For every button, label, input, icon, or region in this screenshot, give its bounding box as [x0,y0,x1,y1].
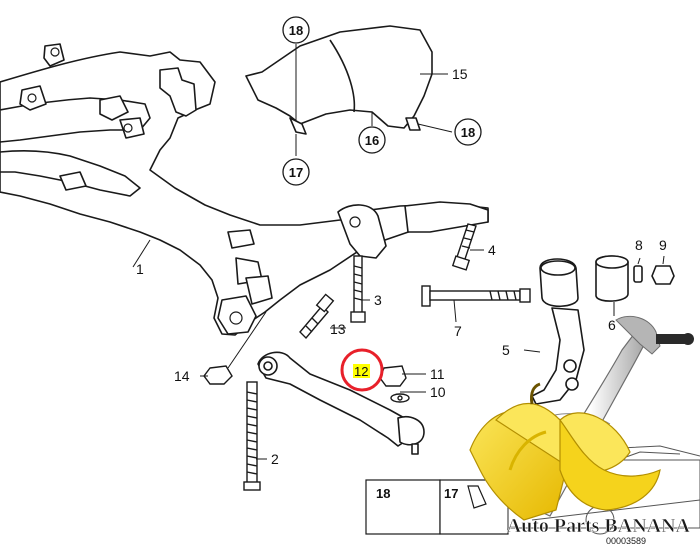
bolt-4-drawing [451,223,477,271]
callout-4: 4 [488,242,496,258]
callout-12-marker [353,364,370,378]
control-arm-drawing [257,351,425,455]
legend-boxes: 18 17 [365,479,509,535]
bolt-13-drawing [299,293,335,340]
callout-18-top: 18 [289,23,303,38]
callout-13: 13 [330,321,346,337]
highlight-circle [340,348,384,392]
callout-18-right: 18 [461,125,475,140]
callout-11: 11 [430,366,445,382]
callout-3: 3 [374,292,382,308]
callout-labels: 1 2 3 4 5 6 7 8 9 10 11 13 14 15 [136,66,667,467]
callout-17-left: 17 [289,165,303,180]
long-bolt-drawing [243,381,261,491]
subframe-bolt-holes [27,47,361,325]
callout-1: 1 [136,261,144,277]
leader-lines [132,44,665,460]
callout-12: 12 [354,364,368,379]
bushing-bracket-drawing [531,255,675,405]
heat-shield-drawing [245,25,433,135]
legend-18-label: 18 [376,486,390,501]
callout-5: 5 [502,342,510,358]
callout-7: 7 [454,323,462,339]
watermark-text: Auto Parts BANANA [507,515,691,537]
subframe-drawing [0,43,489,336]
callout-16: 16 [365,133,379,148]
callout-8: 8 [635,237,643,253]
callout-9: 9 [659,237,667,253]
callout-6: 6 [608,317,616,333]
watermark-banana-logo [469,382,661,521]
callout-14: 14 [174,368,190,384]
circled-callout-17-left: 17 [282,158,310,186]
highlighted-callout-12: 12 [340,348,384,392]
bolt-3-drawing [350,255,366,323]
long-bolt-7-drawing [421,285,531,307]
part-number: 00003589 [606,536,646,546]
circled-callout-16: 16 [358,126,386,154]
legend-17-label: 17 [444,486,458,501]
circled-callout-18-top: 18 [282,16,310,44]
callout-15: 15 [452,66,468,82]
circled-callout-18-right: 18 [454,118,482,146]
callout-2: 2 [271,451,279,467]
callout-10: 10 [430,384,446,400]
